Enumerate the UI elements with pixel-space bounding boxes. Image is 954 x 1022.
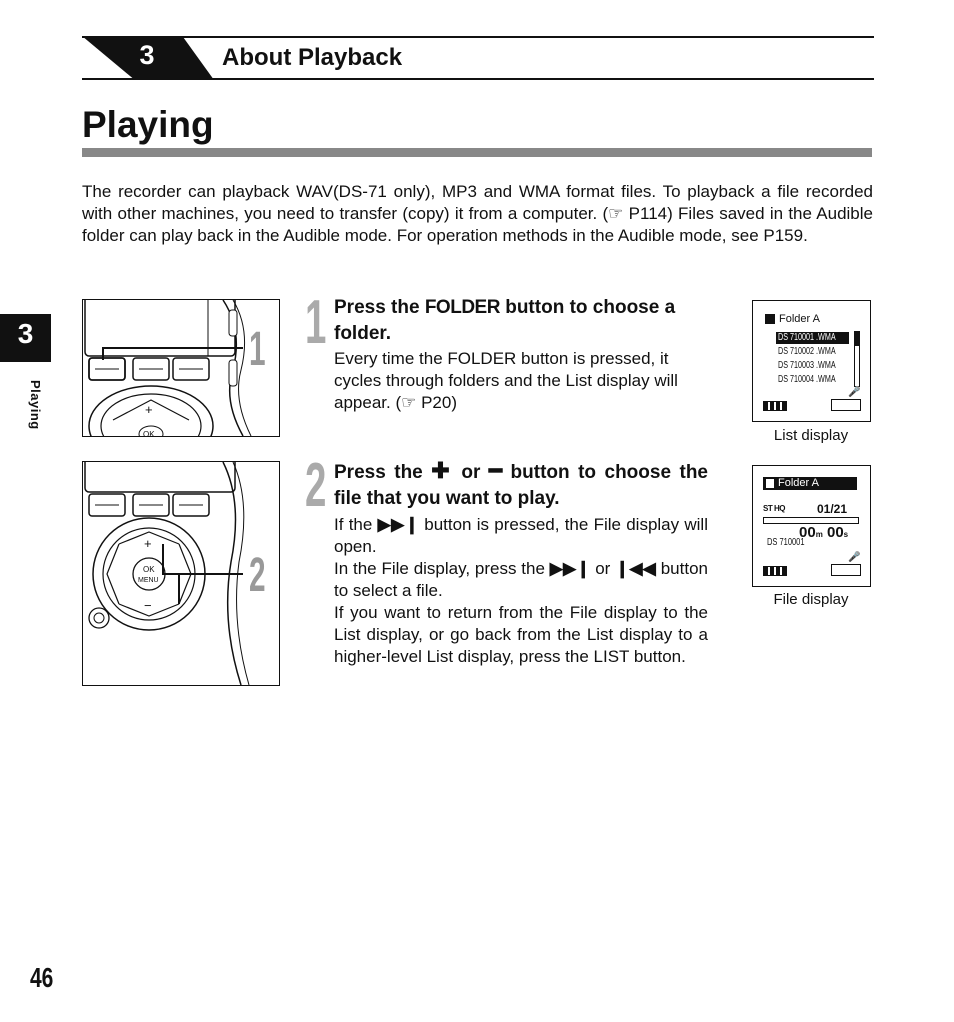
step-2-heading: Press the ✚ or ━ button to choose the fi… [334,458,708,509]
battery-icon [763,401,787,411]
step-number-2: 2 [305,451,327,520]
lock-indicator-icon [831,399,861,411]
side-chapter-label: Playing [28,380,43,430]
folder-key-label: FOLDER [424,297,501,318]
battery-icon [763,566,787,576]
file-folder-bar [763,477,857,490]
device-figure-navigation: OK MENU + − 2 [82,461,280,686]
figure-callout-2: 2 [249,549,266,602]
skip-forward-icon: ▶▶❙ [549,559,591,578]
file-name: DS 710001 [767,537,805,548]
file-folder-label: Folder A [778,477,819,489]
device-illustration-2: OK MENU + − [84,462,250,685]
time-seconds: 00 [826,524,844,541]
skip-back-icon: ❙◀◀ [615,559,656,578]
elapsed-time: 00m 00s [799,524,849,541]
header-rule-bottom [82,78,874,80]
list-folder-label: Folder A [779,313,820,325]
step-1-body: Every time the FOLDER button is pressed,… [334,349,678,412]
minus-button-icon: ━ [488,458,503,483]
file-counter: 01/21 [817,502,848,516]
folder-icon [766,479,774,488]
list-file-2: DS 710002 .WMA [778,346,836,357]
svg-text:OK: OK [143,430,155,436]
svg-text:+: + [144,536,152,551]
device-illustration-1: + OK [84,300,252,436]
side-chapter-number: 3 [17,318,34,349]
folder-icon [765,314,775,324]
lock-indicator-icon [831,564,861,576]
mic-sensitivity-icon: 🎤 [848,552,861,563]
chapter-number: 3 [139,40,155,70]
list-display-caption: List display [773,427,849,444]
reference-icon: ☞ [401,393,417,412]
step-1-heading: Press the FOLDER button to choose a fold… [334,297,676,344]
section-title: About Playback [222,44,403,71]
svg-text:OK: OK [143,565,155,574]
file-display-caption: File display [773,591,849,608]
reference-icon: ☞ [608,204,624,223]
file-display-screen: Folder A ST HQ 01/21 00m 00s DS 710001 🎤 [752,465,871,587]
step-number-1: 1 [305,288,327,357]
intro-paragraph: The recorder can playback WAV(DS-71 only… [82,182,873,245]
list-scroll-thumb [855,332,859,346]
list-file-1: DS 710001 .WMA [778,332,836,343]
title-rule [82,148,872,157]
list-scrollbar [854,331,860,387]
step-2-body: If the ▶▶❙ button is pressed, the File d… [334,515,708,666]
header-rule-top [82,36,874,38]
record-mode-badge: ST HQ [763,504,785,513]
list-file-3: DS 710003 .WMA [778,360,836,371]
side-chapter-tab [0,314,51,362]
list-file-4: DS 710004 .WMA [778,374,836,385]
list-display-screen: Folder A DS 710001 .WMA DS 710002 .WMA D… [752,300,871,422]
skip-forward-icon: ▶▶❙ [377,515,419,534]
device-figure-folder: + OK 1 [82,299,280,437]
figure-callout-1: 1 [249,323,266,376]
list-file-highlight [776,332,849,344]
progress-bar [763,517,859,524]
time-minutes: 00 [799,524,816,541]
svg-text:−: − [144,598,152,613]
plus-label: + [145,402,153,417]
page-number: 46 [30,962,54,993]
page-title: Playing [82,104,214,145]
svg-text:MENU: MENU [138,577,159,584]
mic-sensitivity-icon: 🎤 [848,387,861,398]
plus-button-icon: ✚ [431,458,453,483]
